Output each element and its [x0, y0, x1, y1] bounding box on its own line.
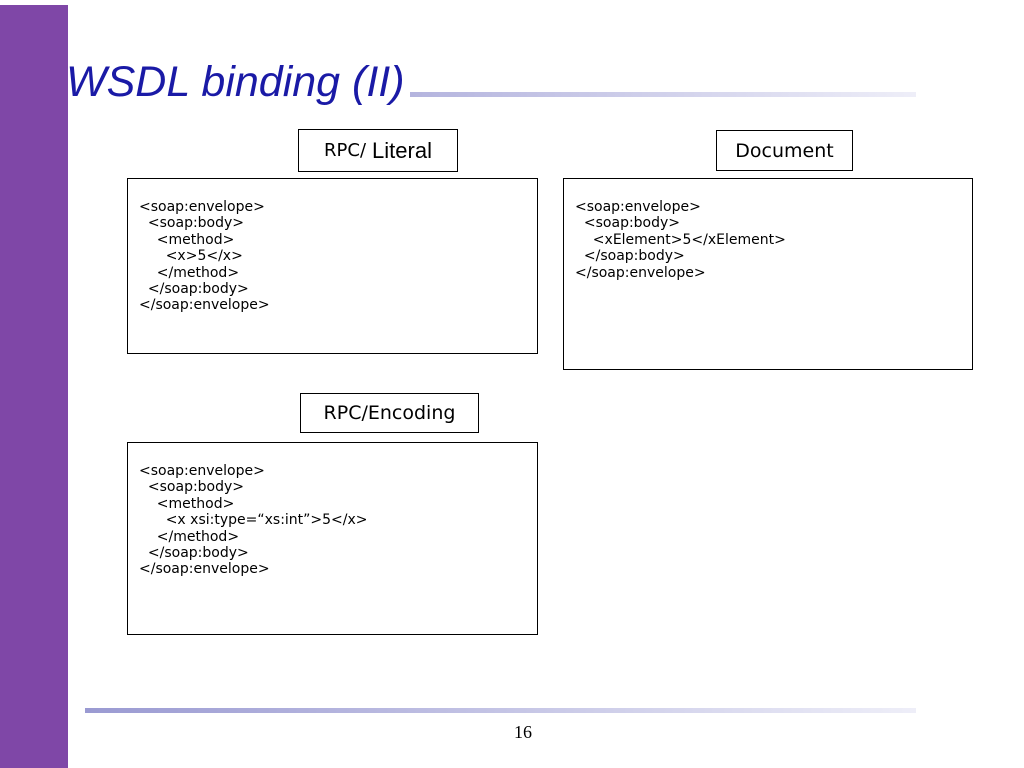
footer-rule: [85, 708, 916, 713]
rpc-encoding-label: RPC/Encoding: [300, 393, 479, 433]
rpc-encoding-code-box: <soap:envelope> <soap:body> <method> <x …: [127, 442, 538, 635]
rpc-literal-code-box: <soap:envelope> <soap:body> <method> <x>…: [127, 178, 538, 354]
code-line: </soap:body>: [139, 545, 249, 562]
document-label: Document: [716, 130, 853, 171]
code-line: <method>: [139, 231, 235, 248]
code-line: <x xsi:type=“xs:int”>5</x>: [139, 512, 368, 529]
code-line: <soap:body>: [139, 215, 245, 232]
title-rule: [410, 92, 916, 97]
code-line: <method>: [139, 495, 235, 512]
document-code-box: <soap:envelope> <soap:body> <xElement>5<…: [563, 178, 973, 370]
code-line: </soap:envelope>: [575, 264, 706, 281]
code-line: </soap:body>: [139, 281, 249, 298]
code-line: <soap:envelope>: [139, 199, 265, 215]
code-line: <x>5</x>: [139, 248, 243, 265]
slide-sidebar: [0, 5, 68, 768]
code-line: <soap:body>: [575, 215, 681, 232]
rpc-literal-label-rpc: RPC/: [324, 140, 367, 161]
page-number: 16: [514, 722, 532, 742]
code-line: <soap:envelope>: [139, 463, 265, 479]
code-line: </soap:envelope>: [139, 297, 270, 314]
code-line: </method>: [139, 264, 240, 281]
code-line: </soap:envelope>: [139, 561, 270, 578]
code-line: </method>: [139, 528, 240, 545]
code-line: <soap:envelope>: [575, 199, 701, 215]
code-line: <soap:body>: [139, 479, 245, 496]
rpc-literal-label: RPC/Literal: [298, 129, 458, 172]
code-line: </soap:body>: [575, 248, 685, 265]
rpc-literal-label-literal: Literal: [372, 137, 432, 163]
code-line: <xElement>5</xElement>: [575, 231, 786, 248]
slide-title: WSDL binding (II): [66, 58, 405, 106]
